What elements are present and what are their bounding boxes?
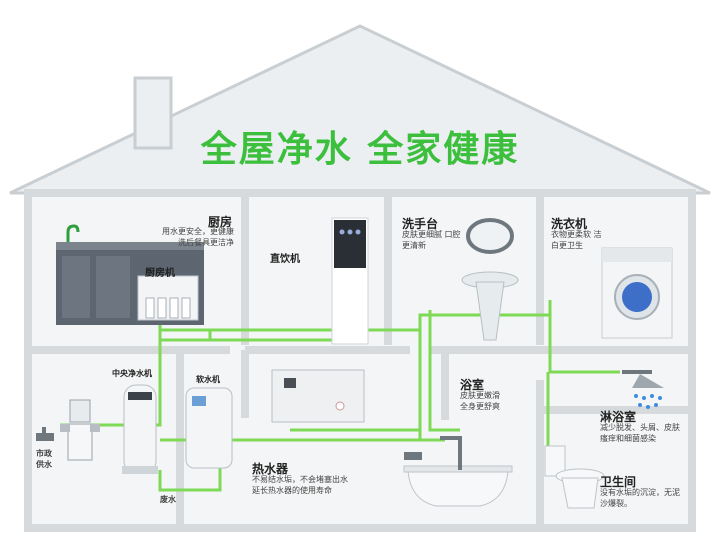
softener <box>185 387 233 469</box>
toilet <box>544 445 605 509</box>
washbasin-desc: 皮肤更细腻 口腔更清新 <box>402 230 461 250</box>
washbasin-title: 洗手台 <box>402 217 439 231</box>
kitchen-title: 厨房 <box>208 215 233 229</box>
kitchen-counter <box>56 224 204 325</box>
bathroom-title: 浴室 <box>460 378 485 392</box>
drain-label: 废水 <box>160 495 176 504</box>
kitchen-desc: 用水更安全，更健康 洗后餐具更洁净 <box>162 227 234 247</box>
kitchen-device-label: 厨房机 <box>145 268 175 279</box>
shower-head <box>622 370 664 409</box>
shower-title: 淋浴室 <box>600 410 637 424</box>
laundry-title: 洗衣机 <box>551 217 588 231</box>
municipal-tap <box>36 427 54 441</box>
washing-machine <box>601 247 673 339</box>
shower-desc: 减少脱发、头屑、皮肤瘙痒和细菌感染 <box>600 423 680 443</box>
interior-walls <box>32 197 690 525</box>
bathroom-desc: 皮肤更嫩滑 全身更舒爽 <box>460 391 500 411</box>
chimney <box>133 76 173 150</box>
central-purifier <box>122 384 158 474</box>
drinking-label: 直饮机 <box>270 254 300 265</box>
water-heater <box>271 369 365 423</box>
heater-title: 热水器 <box>252 462 289 476</box>
prefilter <box>60 399 100 461</box>
softener-label: 软水机 <box>196 375 220 384</box>
central-purifier-label: 中央净水机 <box>112 369 152 378</box>
toilet-title: 卫生间 <box>600 475 637 489</box>
heater-desc: 不易结水垢，不会堵塞出水 延长热水器的使用寿命 <box>252 475 348 495</box>
page-title: 全屋净水 全家健康 <box>200 129 520 170</box>
toilet-desc: 没有水垢的沉淀，无泥沙爆裂。 <box>600 488 680 508</box>
drinking-machine <box>331 217 369 345</box>
washbasin <box>461 218 519 341</box>
laundry-desc: 衣物更柔软 洁白更卫生 <box>551 230 602 250</box>
bathtub <box>403 436 513 507</box>
municipal-label: 市政供水 <box>36 449 52 469</box>
